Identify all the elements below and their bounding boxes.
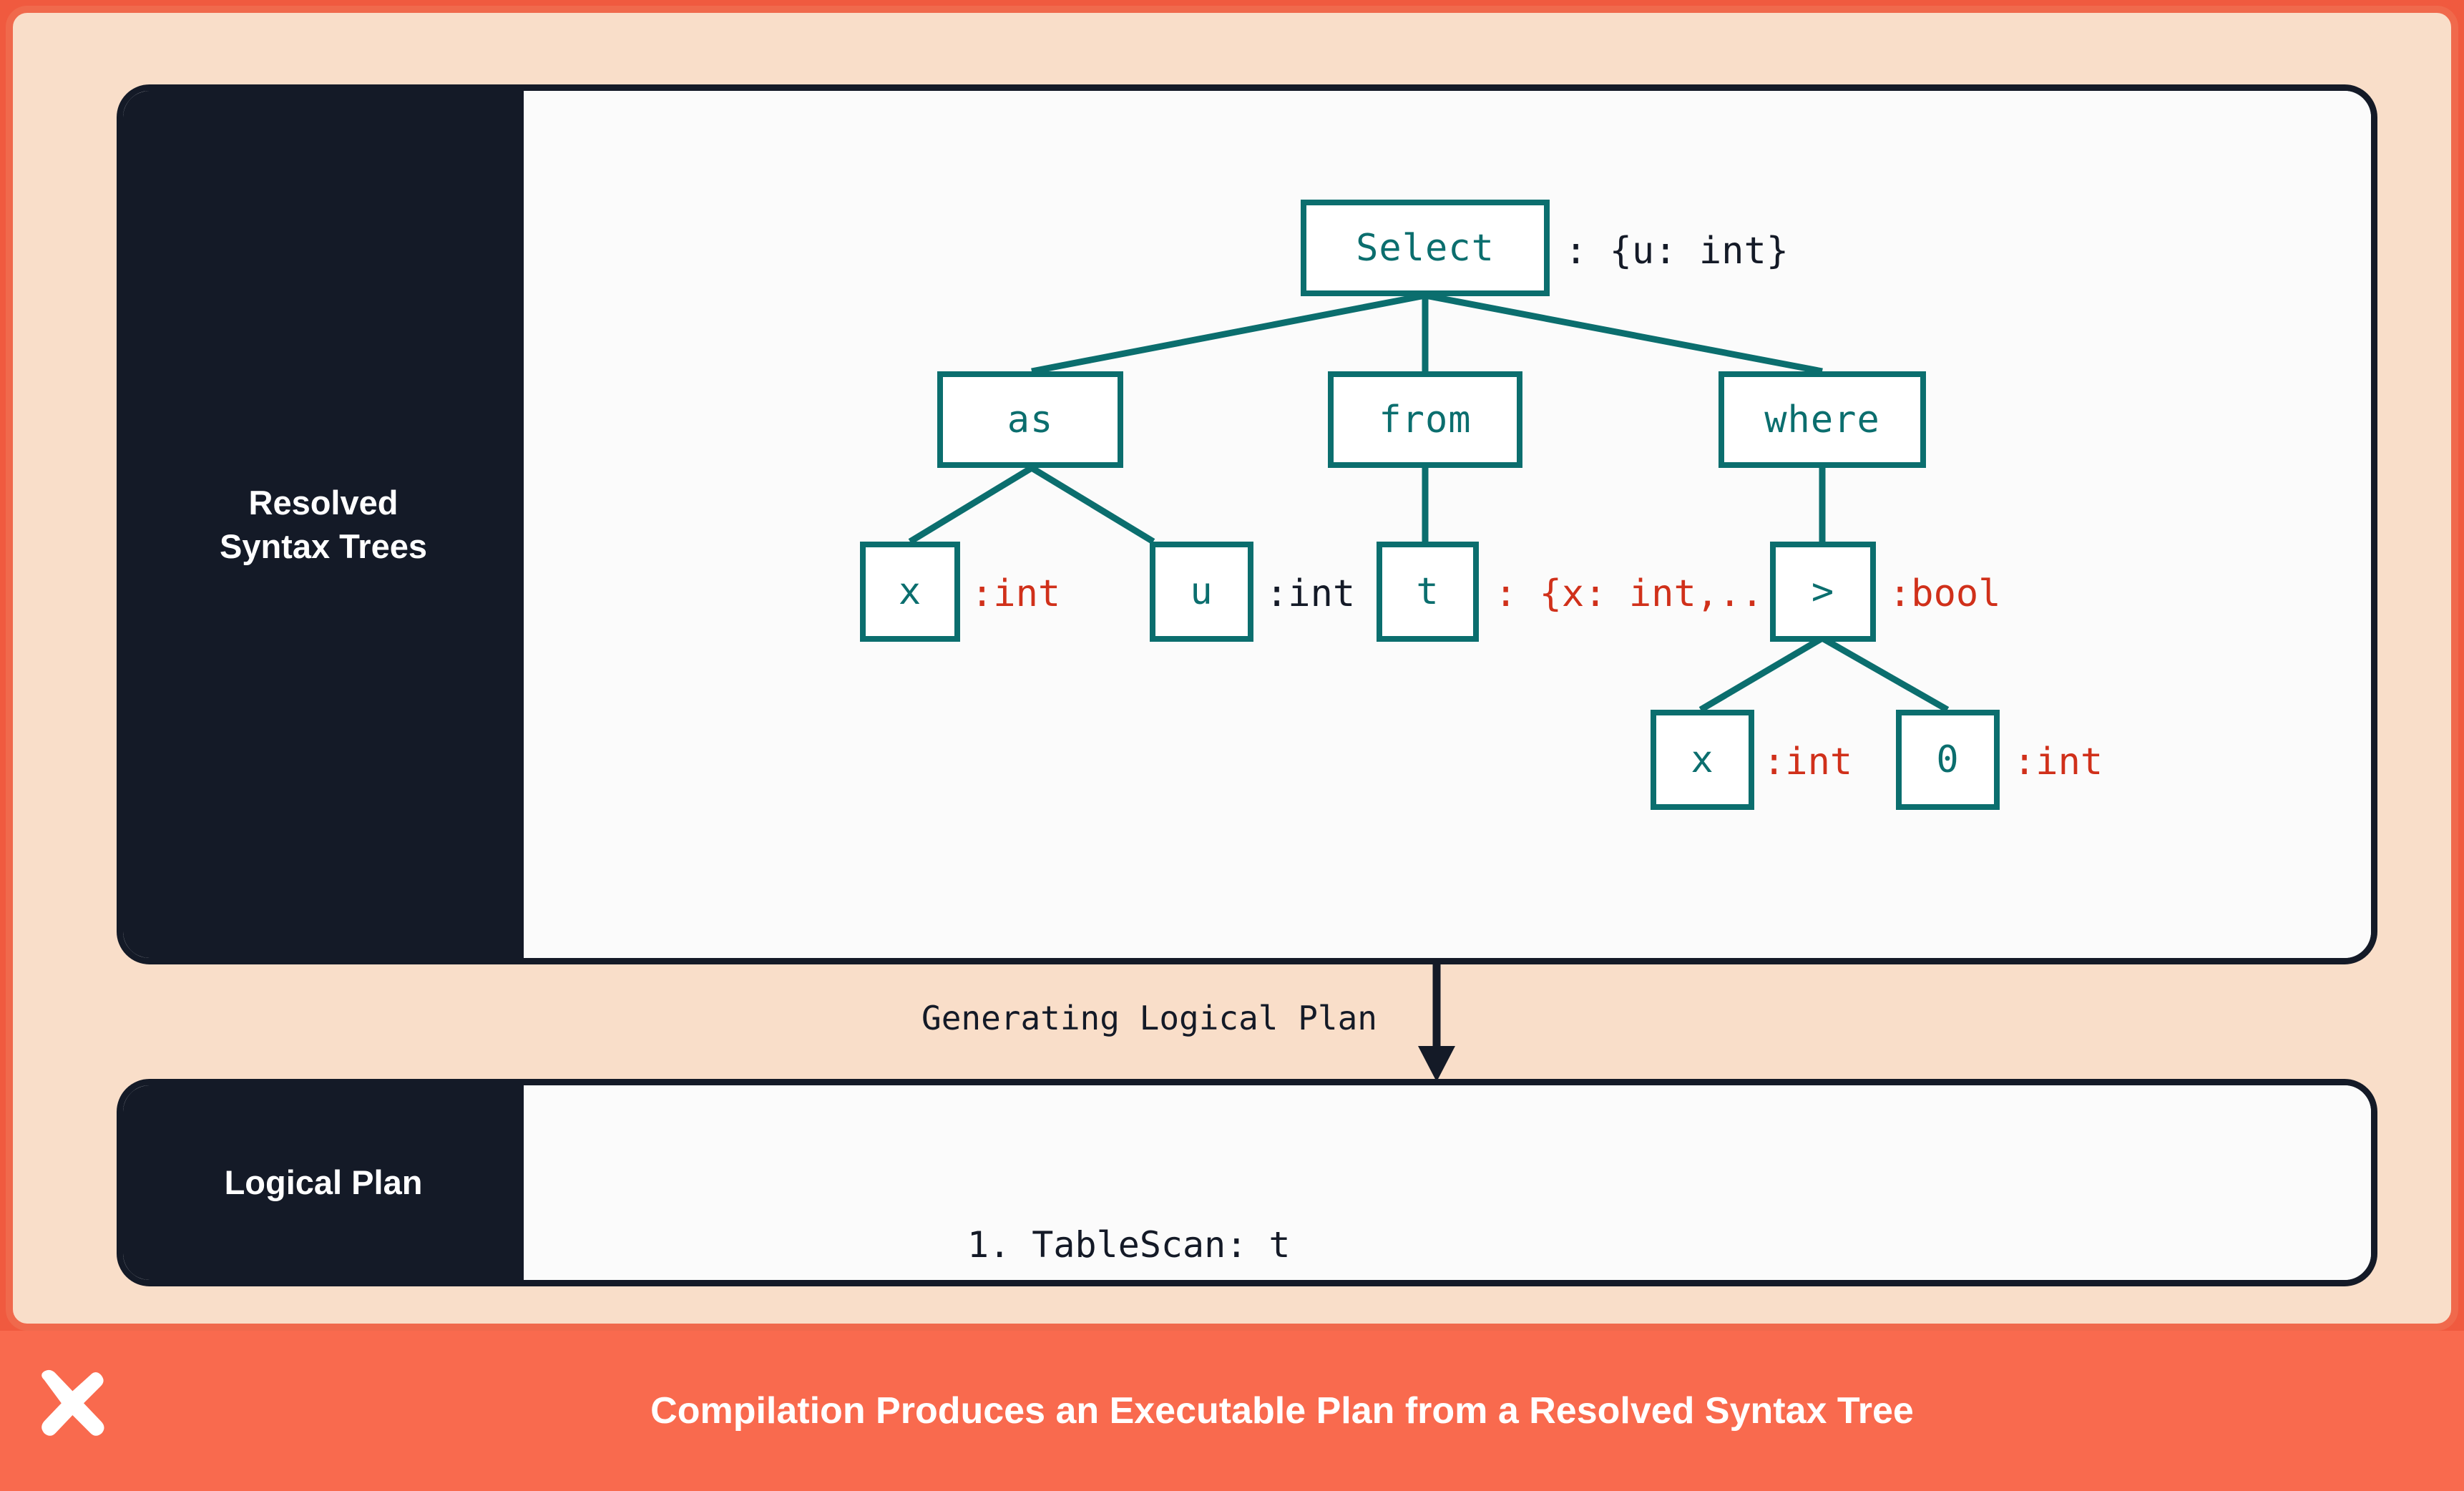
node-as-u[interactable]: u: [1150, 542, 1253, 642]
node-where[interactable]: where: [1719, 371, 1926, 468]
logical-plan-card: Logical Plan 1. TableScan: t 2. Filter: …: [117, 1079, 2377, 1286]
node-as-x[interactable]: x: [860, 542, 960, 642]
section-label: Logical Plan: [224, 1163, 423, 1202]
node-label: >: [1811, 570, 1835, 613]
section-label-line2: Syntax Trees: [219, 527, 427, 565]
annotation-from-t: : {x: int,...}: [1495, 572, 1809, 615]
node-label: u: [1190, 570, 1213, 613]
transition-label: Generating Logical Plan: [921, 999, 1377, 1037]
node-label: x: [1691, 738, 1714, 781]
node-gt-x[interactable]: x: [1651, 710, 1754, 810]
annotation-gt-zero: :int: [2013, 740, 2103, 783]
resolved-syntax-trees-label: Resolved Syntax Trees: [123, 91, 524, 958]
resolved-syntax-trees-card: Resolved Syntax Trees: [117, 84, 2377, 964]
annotation-as-u: :int: [1266, 572, 1356, 615]
section-label-line1: Resolved: [248, 483, 399, 522]
node-greater-than[interactable]: >: [1770, 542, 1876, 642]
node-select[interactable]: Select: [1301, 200, 1550, 296]
annotation-greater-than: :bool: [1889, 572, 2001, 615]
node-from[interactable]: from: [1328, 371, 1522, 468]
x-burst-logo-icon: [41, 1369, 104, 1436]
node-gt-zero[interactable]: 0: [1896, 710, 2000, 810]
node-label: where: [1764, 398, 1880, 441]
poster-body: Resolved Syntax Trees: [6, 6, 2458, 1331]
node-as[interactable]: as: [937, 371, 1123, 468]
logical-plan-steps: 1. TableScan: t 2. Filter: t.x > 0 3. Pr…: [967, 1120, 1462, 1280]
annotation-gt-x: :int: [1763, 740, 1853, 783]
node-label: from: [1379, 398, 1472, 441]
node-label: Select: [1356, 226, 1495, 270]
plan-step: 1. TableScan: t: [967, 1224, 1291, 1266]
tree-edges: [908, 292, 1950, 713]
node-from-t[interactable]: t: [1377, 542, 1479, 642]
banner-title: Compilation Produces an Executable Plan …: [650, 1390, 1914, 1432]
annotation-select: : {u: int}: [1565, 230, 1789, 273]
node-label: 0: [1936, 738, 1960, 781]
annotation-as-x: :int: [971, 572, 1061, 615]
logical-plan-canvas: 1. TableScan: t 2. Filter: t.x > 0 3. Pr…: [524, 1085, 2371, 1280]
logical-plan-label: Logical Plan: [123, 1085, 524, 1280]
syntax-tree-canvas: Select : {u: int} as from where x :int: [524, 91, 2371, 958]
down-arrow-icon: [1418, 959, 1455, 1082]
node-label: x: [898, 570, 922, 613]
bottom-banner: Compilation Produces an Executable Plan …: [0, 1331, 2464, 1491]
node-label: t: [1416, 570, 1439, 613]
node-label: as: [1007, 398, 1054, 441]
